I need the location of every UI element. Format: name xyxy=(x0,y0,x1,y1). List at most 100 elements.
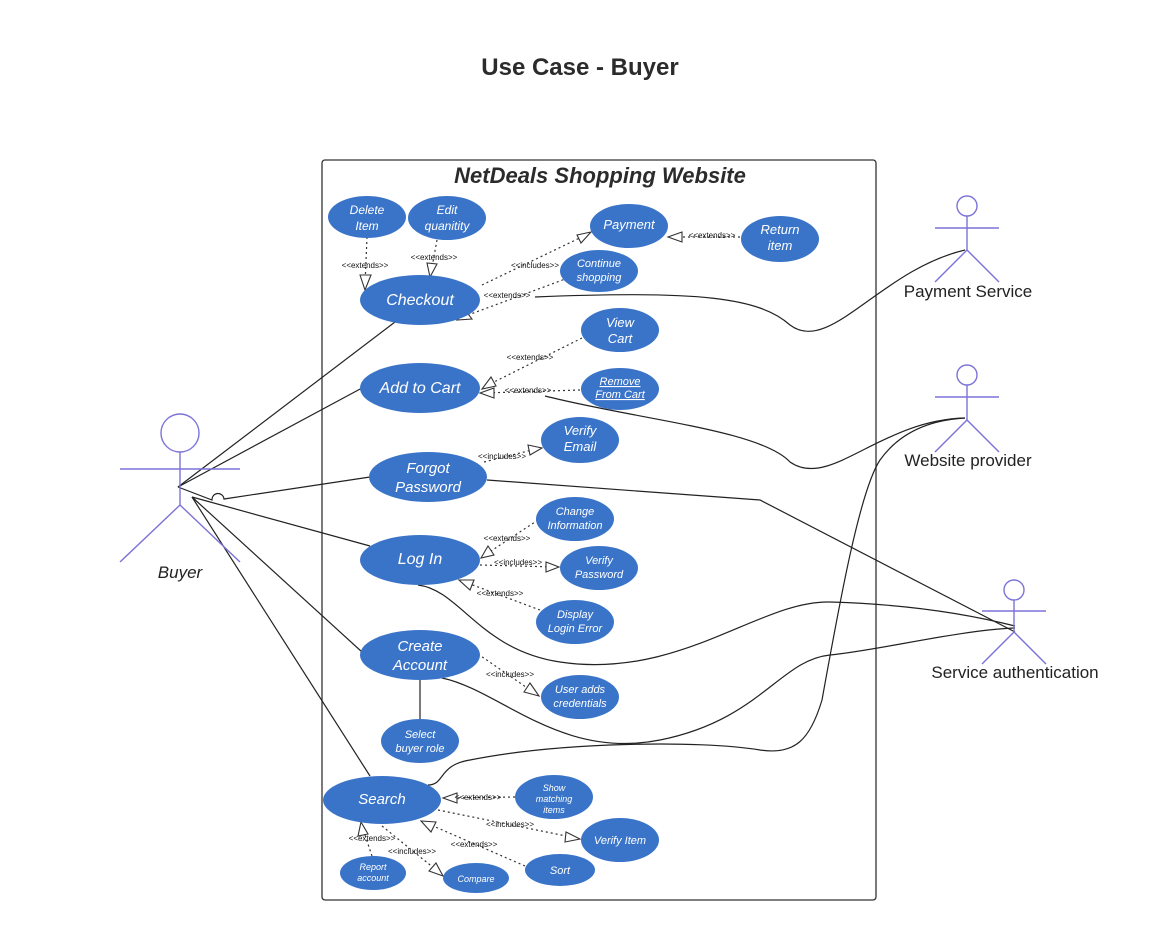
use-case-display-login-error[interactable]: Display Login Error xyxy=(536,600,614,644)
assoc-add-to-cart-website-provider xyxy=(544,395,966,469)
use-case-report-account[interactable]: Report account xyxy=(340,856,406,890)
use-case-compare[interactable]: Compare xyxy=(443,863,509,893)
relation-label: <<extends>> xyxy=(455,793,502,802)
relation-label: <<extends>> xyxy=(484,291,531,300)
svg-text:Information: Information xyxy=(547,520,602,532)
use-case-payment[interactable]: Payment xyxy=(590,204,668,248)
svg-text:matching: matching xyxy=(536,794,573,804)
relation-label: <<includes>> xyxy=(388,847,436,856)
svg-text:Password: Password xyxy=(575,569,624,581)
use-case-delete-item[interactable]: Delete Item xyxy=(328,196,406,238)
relation-label: <<includes>> xyxy=(486,670,534,679)
actor-website-provider[interactable]: Website provider xyxy=(904,364,1032,470)
svg-text:Return: Return xyxy=(760,222,799,237)
use-case-view-cart[interactable]: View Cart xyxy=(581,308,659,352)
svg-text:Remove: Remove xyxy=(600,376,641,388)
svg-text:Display: Display xyxy=(557,609,595,621)
svg-text:Verify: Verify xyxy=(585,555,614,567)
assoc-buyer-checkout xyxy=(177,321,396,488)
assoc-create-account-service-auth xyxy=(441,627,1016,745)
use-case-verify-password[interactable]: Verify Password xyxy=(560,546,638,590)
svg-text:quanitity: quanitity xyxy=(425,219,471,233)
svg-text:account: account xyxy=(357,873,389,883)
svg-text:Checkout: Checkout xyxy=(386,292,454,309)
svg-text:credentials: credentials xyxy=(553,698,607,710)
relation-label: <<extends>> xyxy=(451,840,498,849)
use-case-checkout[interactable]: Checkout xyxy=(360,275,480,325)
use-case-sort[interactable]: Sort xyxy=(525,854,595,886)
use-case-log-in[interactable]: Log In xyxy=(360,535,480,585)
actor-buyer[interactable]: Buyer xyxy=(119,413,241,582)
relation-label: <<extends>> xyxy=(505,386,552,395)
svg-text:View: View xyxy=(606,315,636,330)
use-case-verify-email[interactable]: Verify Email xyxy=(541,417,619,463)
svg-text:Sort: Sort xyxy=(550,865,571,877)
assoc-checkout-payment-service xyxy=(534,249,966,332)
relation-label: <<extends>> xyxy=(484,534,531,543)
assoc-search-website-provider xyxy=(427,417,966,786)
dependency-relations: <<extends>> <<extends>> <<includes>> <<e… xyxy=(342,231,740,877)
use-case-return-item[interactable]: Return item xyxy=(741,216,819,262)
use-case-forgot-password[interactable]: Forgot Password xyxy=(369,452,487,502)
diagram-title: Use Case - Buyer xyxy=(481,54,678,81)
actor-payment-service[interactable]: Payment Service xyxy=(904,195,1033,301)
relation-label: <<includes>> xyxy=(478,452,526,461)
assoc-buyer-add-to-cart xyxy=(177,387,363,488)
svg-text:Login Error: Login Error xyxy=(548,623,604,635)
assoc-buyer-log-in xyxy=(191,496,371,547)
actor-label: Service authentication xyxy=(931,663,1098,682)
svg-text:buyer role: buyer role xyxy=(396,743,445,755)
external-associations xyxy=(417,249,1016,786)
svg-text:User adds: User adds xyxy=(555,684,606,696)
svg-text:Select: Select xyxy=(405,729,437,741)
use-case-select-buyer-role[interactable]: Select buyer role xyxy=(381,719,459,763)
svg-text:Create: Create xyxy=(397,638,442,655)
use-cases: Delete Item Edit quanitity Payment Retur… xyxy=(323,196,819,893)
use-case-verify-item[interactable]: Verify Item xyxy=(581,818,659,862)
assoc-buyer-forgot-password xyxy=(177,476,371,501)
svg-text:Verify Item: Verify Item xyxy=(594,835,646,847)
svg-text:Change: Change xyxy=(556,506,595,518)
buyer-associations xyxy=(177,321,396,777)
svg-text:Compare: Compare xyxy=(457,874,494,884)
svg-text:Report: Report xyxy=(359,862,387,872)
use-case-continue-shopping[interactable]: Continue shopping xyxy=(560,250,638,292)
assoc-forgot-password-service-auth xyxy=(486,479,1016,633)
relation-label: <<includes>> xyxy=(511,261,559,270)
relation-label: <<extends>> xyxy=(349,834,396,843)
use-case-change-information[interactable]: Change Information xyxy=(536,497,614,541)
use-case-add-to-cart[interactable]: Add to Cart xyxy=(360,363,480,413)
svg-text:Payment: Payment xyxy=(603,217,656,232)
svg-text:Log In: Log In xyxy=(398,551,443,568)
use-case-search[interactable]: Search xyxy=(323,776,441,824)
relation-label: <<extends>> xyxy=(689,231,736,240)
stick-figure-icon xyxy=(934,364,1000,453)
use-case-remove-from-cart[interactable]: Remove From Cart xyxy=(581,368,659,410)
svg-text:items: items xyxy=(543,805,565,815)
stick-figure-icon xyxy=(119,413,241,563)
use-case-show-matching-items[interactable]: Show matching items xyxy=(515,775,593,819)
system-name: NetDeals Shopping Website xyxy=(454,163,746,188)
svg-text:shopping: shopping xyxy=(577,272,623,284)
use-case-edit-quantity[interactable]: Edit quanitity xyxy=(408,196,486,240)
svg-text:Delete: Delete xyxy=(350,203,385,217)
relation-label: <<includes>> xyxy=(486,820,534,829)
assoc-buyer-search xyxy=(191,496,371,777)
svg-text:Verify: Verify xyxy=(564,423,598,438)
svg-text:Edit: Edit xyxy=(437,203,458,217)
relation-label: <<includes>> xyxy=(494,558,542,567)
use-case-user-adds-credentials[interactable]: User adds credentials xyxy=(541,675,619,719)
use-case-create-account[interactable]: Create Account xyxy=(360,630,480,680)
assoc-buyer-create-account xyxy=(191,496,363,653)
actor-service-authentication[interactable]: Service authentication xyxy=(931,579,1099,682)
svg-text:Email: Email xyxy=(564,439,598,454)
svg-text:item: item xyxy=(768,238,793,253)
assoc-log-in-service-auth xyxy=(417,584,1016,666)
svg-text:Continue: Continue xyxy=(577,258,621,270)
svg-text:Forgot: Forgot xyxy=(406,460,450,477)
actor-label: Buyer xyxy=(158,563,204,582)
stick-figure-icon xyxy=(981,579,1047,665)
svg-text:Search: Search xyxy=(358,791,406,808)
svg-text:Add to Cart: Add to Cart xyxy=(379,380,461,397)
